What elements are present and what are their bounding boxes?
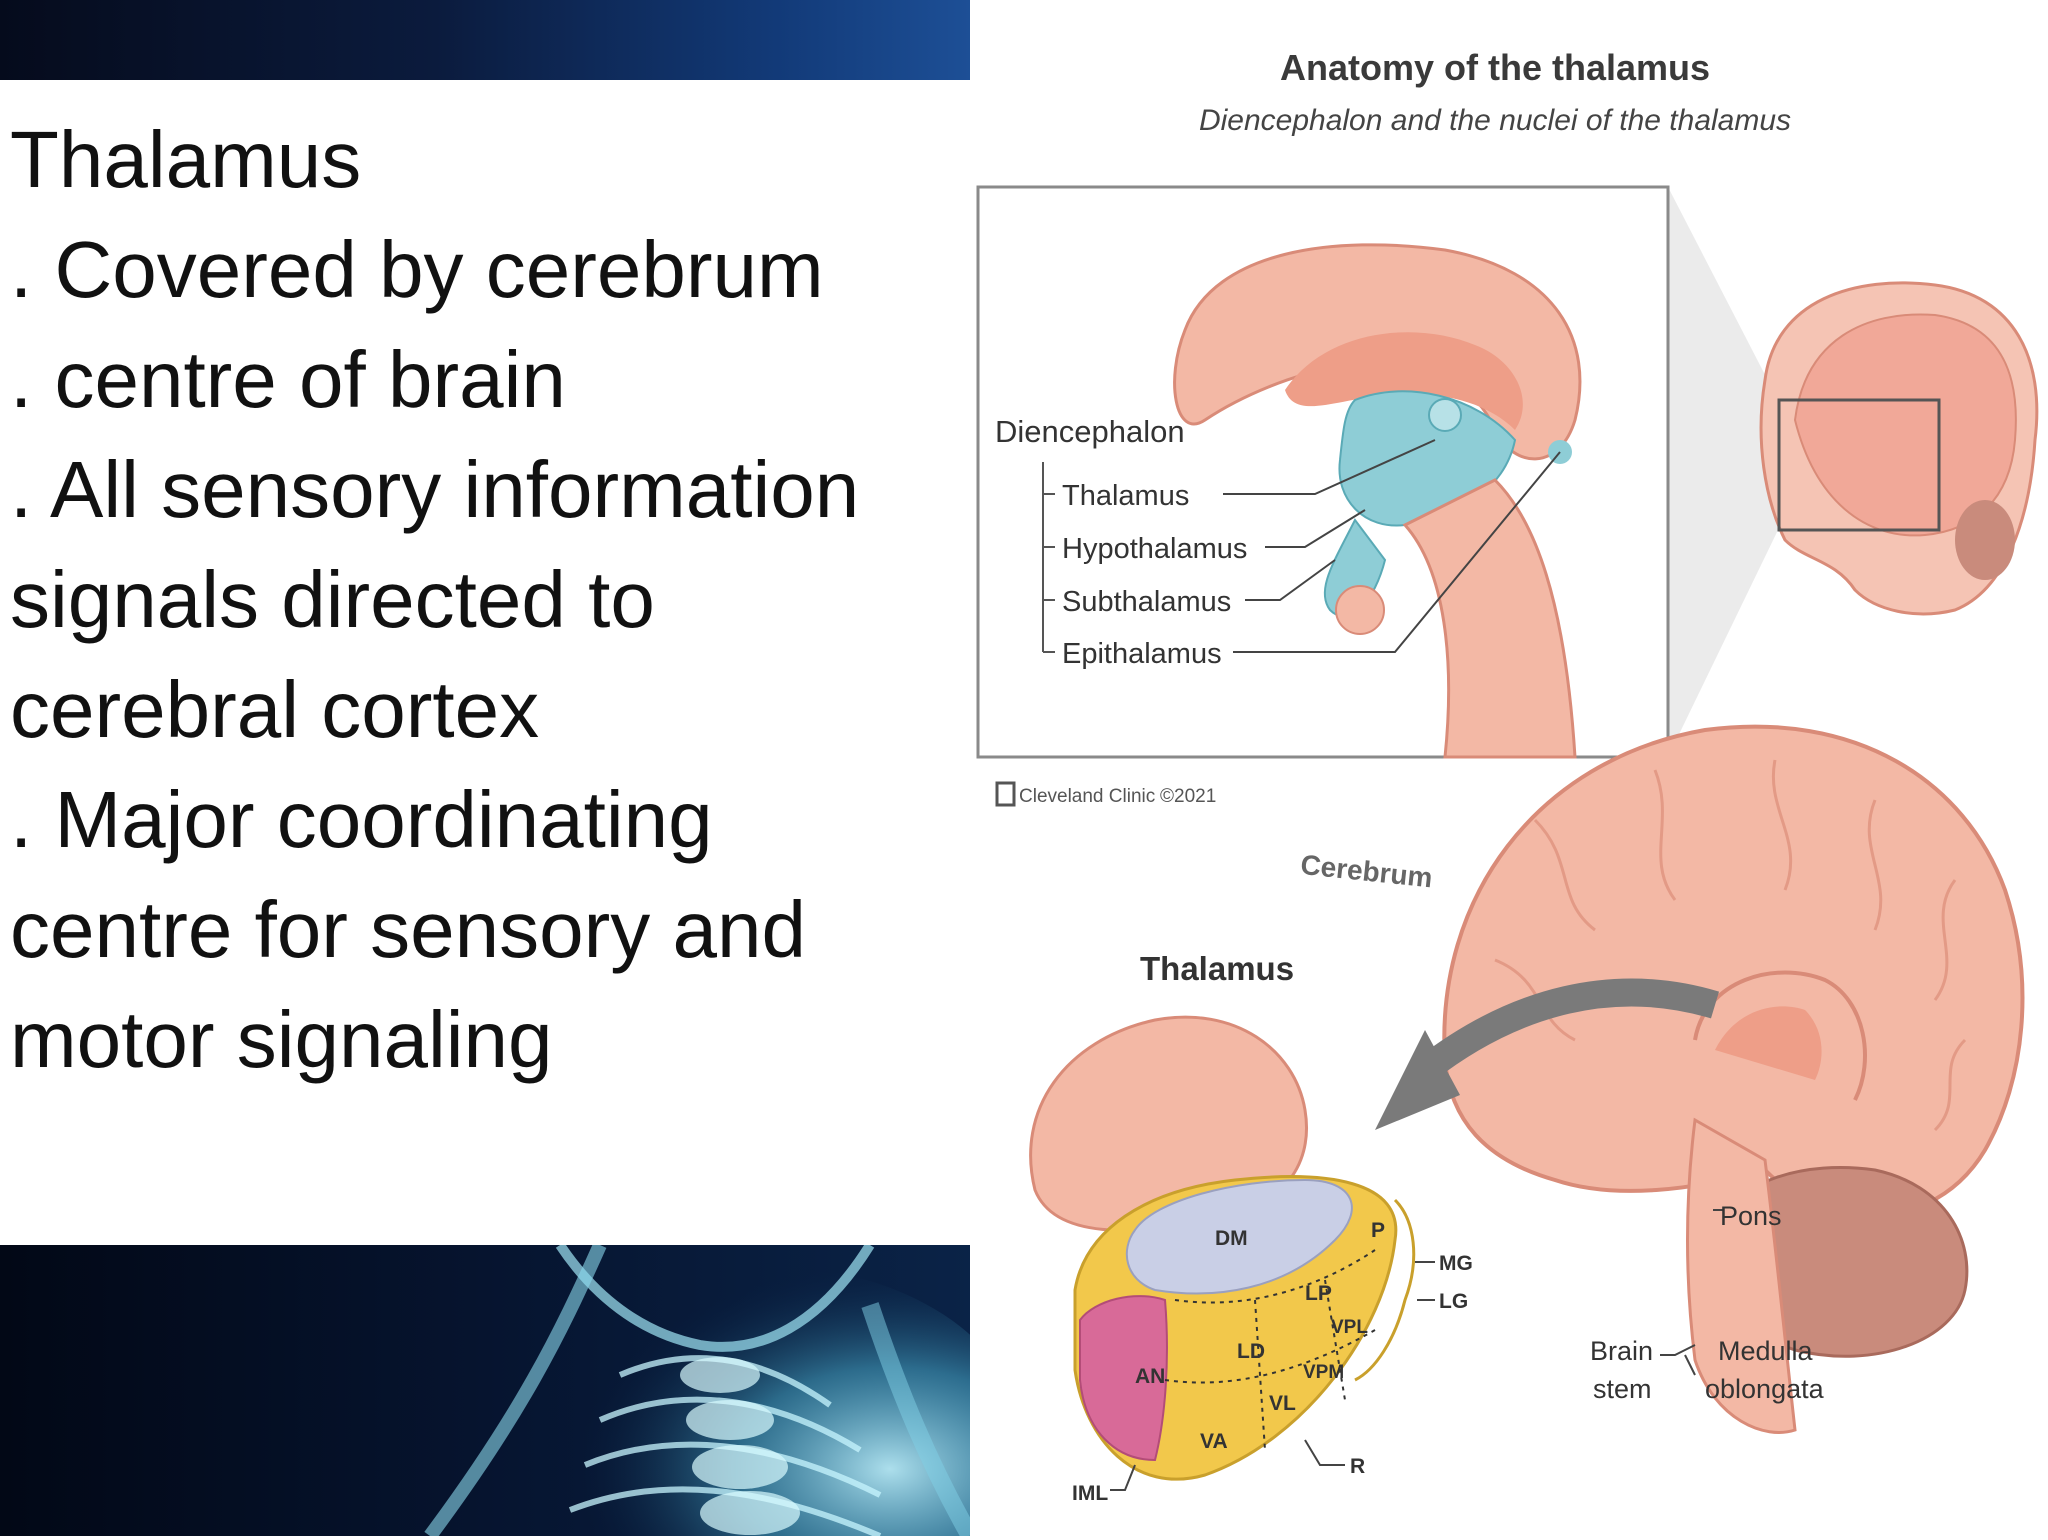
brainstem-label-line1: Brain <box>1590 1336 1653 1366</box>
nucleus-lp-label: LP <box>1305 1282 1332 1305</box>
pons-label: Pons <box>1720 1201 1782 1231</box>
r-label: R <box>1350 1455 1365 1478</box>
thalamus-nuclei-illustration: DM P LP VPL LD AN VPM VL VA MG LG R IML <box>1029 1015 1473 1505</box>
nucleus-dm-label: DM <box>1215 1227 1248 1250</box>
lg-label: LG <box>1439 1290 1468 1313</box>
mg-label: MG <box>1439 1252 1473 1275</box>
whole-brain-illustration: Cerebrum Pons Brain stem Medulla oblonga… <box>1299 724 2025 1434</box>
small-head-illustration <box>1759 281 2039 616</box>
nucleus-an-region <box>1079 1295 1168 1462</box>
nucleus-an-label: AN <box>1135 1365 1165 1388</box>
cerebrum-label: Cerebrum <box>1299 849 1434 894</box>
bullet-line: cerebral cortex <box>10 665 540 754</box>
thalamus-anatomy-figure: Anatomy of the thalamus Diencephalon and… <box>975 0 2048 1536</box>
brainstem <box>1686 1117 1797 1434</box>
iml-label: IML <box>1072 1482 1108 1505</box>
zoom-box <box>1777 398 1941 532</box>
diencephalon-labels: Diencephalon Thalamus Hypothalamus Subth… <box>995 414 1561 670</box>
midsagittal-brain-slice <box>1173 243 1582 759</box>
label-hypothalamus: Hypothalamus <box>1062 533 1247 565</box>
medulla-label-line1: Medulla <box>1718 1336 1814 1366</box>
copyright-label: ©2021 <box>1160 786 1216 807</box>
nucleus-va-label: VA <box>1200 1430 1228 1453</box>
diencephalon-heading: Diencephalon <box>995 414 1185 449</box>
label-subthalamus: Subthalamus <box>1062 586 1231 618</box>
nucleus-vpl-label: VPL <box>1331 1317 1368 1338</box>
thalamus-heading: Thalamus <box>1140 950 1294 987</box>
label-epithalamus: Epithalamus <box>1062 638 1222 670</box>
pointer-arrow <box>1416 978 1720 1082</box>
xray-skeleton-graphic <box>424 1245 970 1536</box>
figure-title: Anatomy of the thalamus <box>1280 47 1710 88</box>
slide-bullet-text: Thalamus . Covered by cerebrum . centre … <box>10 105 960 1095</box>
nucleus-vl-label: VL <box>1269 1392 1296 1415</box>
label-thalamus: Thalamus <box>1062 480 1189 512</box>
brainstem-label-line2: stem <box>1593 1374 1652 1404</box>
figure-subtitle: Diencephalon and the nuclei of the thala… <box>1199 104 1791 137</box>
bullet-line: signals directed to <box>10 555 655 644</box>
bullet-line: . All sensory information <box>10 445 860 534</box>
pointer-arrowhead-icon <box>1375 1030 1460 1130</box>
bullet-line: . centre of brain <box>10 335 566 424</box>
xray-shoulder-image <box>0 1245 970 1536</box>
cleveland-clinic-logo-icon <box>995 781 1016 807</box>
nucleus-p-label: P <box>1371 1219 1385 1242</box>
nucleus-vpm-label: VPM <box>1303 1362 1344 1383</box>
nucleus-dm-region <box>1125 1178 1353 1295</box>
nucleus-ld-label: LD <box>1237 1340 1265 1363</box>
anatomy-illustration: Anatomy of the thalamus Diencephalon and… <box>976 47 2039 1505</box>
bullet-line: centre for sensory and <box>10 885 806 974</box>
bullet-line: motor signaling <box>10 995 553 1084</box>
medulla-label-line2: oblongata <box>1705 1374 1825 1404</box>
zoom-wedge <box>1668 187 1778 757</box>
credit-label: Cleveland Clinic <box>1019 786 1155 807</box>
bullet-line: Thalamus <box>10 115 362 204</box>
bullet-line: . Major coordinating <box>10 775 713 864</box>
bullet-line: . Covered by cerebrum <box>10 225 824 314</box>
top-decorative-band <box>0 0 970 80</box>
